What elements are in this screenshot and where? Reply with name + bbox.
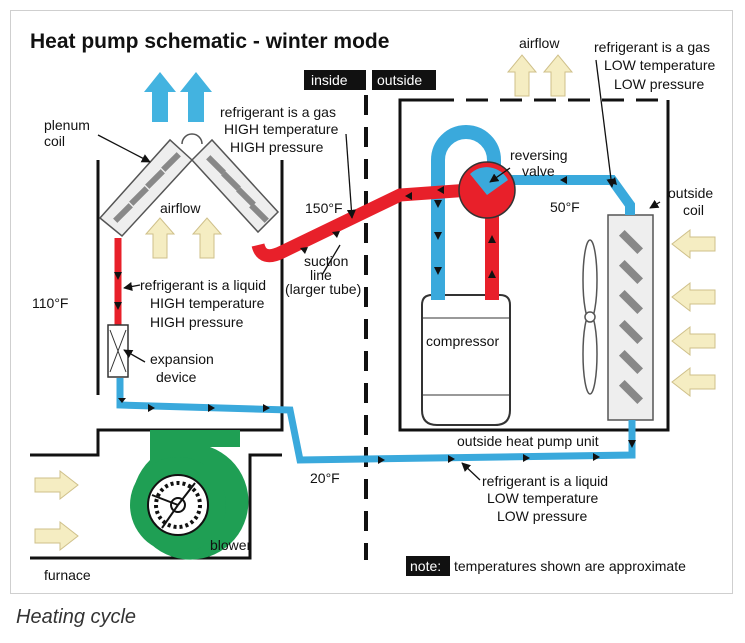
- suction-line-label-line1: suction: [304, 253, 348, 269]
- heat-pump-diagram: Heat pump schematic - winter mode inside…: [30, 30, 716, 583]
- plenum-coil: [98, 133, 280, 238]
- plenum-label-line1: plenum: [44, 117, 90, 133]
- airflow-arrow-icon: [671, 281, 716, 313]
- airflow-left-arrows: [34, 469, 79, 552]
- suction-line-label-line3: (larger tube): [285, 281, 361, 297]
- furnace-label: furnace: [44, 567, 91, 583]
- outside-label: outside: [377, 72, 422, 88]
- temp-20-label: 20°F: [310, 470, 340, 486]
- frame-border: [10, 10, 733, 594]
- compressor-label: compressor: [426, 333, 499, 349]
- airflow-arrow-icon: [34, 520, 79, 552]
- liquid-low-label-line1: refrigerant is a liquid: [482, 473, 608, 489]
- outside-unit-box: [398, 100, 670, 432]
- furnace-base: [30, 453, 282, 560]
- outside-coil-label-line2: coil: [683, 202, 704, 218]
- gas-high-label-line2: HIGH temperature: [224, 121, 339, 137]
- liquid-low-label-line2: LOW temperature: [487, 490, 598, 506]
- gas-high-label-line3: HIGH pressure: [230, 139, 324, 155]
- outside-coil-label-line1: outside: [668, 185, 713, 201]
- note-badge-label: note:: [410, 558, 441, 574]
- blower-label: blower: [210, 537, 252, 553]
- outside-unit-box-left: [398, 98, 432, 410]
- outside-unit-label: outside heat pump unit: [457, 433, 599, 449]
- airflow-inside-arrows: [144, 217, 223, 259]
- pointer-lines: [97, 59, 661, 481]
- expansion-label-line1: expansion: [150, 351, 214, 367]
- airflow-right-arrows: [671, 228, 716, 398]
- airflow-arrow-icon: [671, 366, 716, 398]
- diagram-title: Heat pump schematic - winter mode: [30, 30, 389, 53]
- airflow-arrow-icon: [34, 469, 79, 501]
- compressor: [421, 294, 511, 426]
- liquid-high-label-line1: refrigerant is a liquid: [140, 277, 266, 293]
- airflow-inside-label: airflow: [160, 200, 201, 216]
- inside-label: inside: [311, 72, 348, 88]
- hot-refrigerant-lines: [114, 183, 499, 325]
- temp-50-label: 50°F: [550, 199, 580, 215]
- liquid-low-label-line3: LOW pressure: [497, 508, 587, 524]
- reversing-valve-label-line2: valve: [522, 163, 555, 179]
- gas-high-label-line1: refrigerant is a gas: [220, 104, 336, 120]
- expansion-device: [107, 324, 129, 378]
- airflow-arrow-icon: [506, 54, 538, 97]
- diagram-frame: [10, 10, 733, 594]
- airflow-up-arrows-outside: [506, 54, 574, 97]
- figure-caption: Heating cycle: [16, 606, 137, 628]
- liquid-high-label-line3: HIGH pressure: [150, 314, 244, 330]
- airflow-arrow-icon: [180, 72, 212, 122]
- gas-low-label-line1: refrigerant is a gas: [594, 39, 710, 55]
- outside-fan: [582, 239, 598, 395]
- airflow-arrow-icon: [144, 217, 176, 259]
- blower: [130, 430, 249, 560]
- airflow-arrow-icon: [191, 217, 223, 259]
- furnace-wall-right: [30, 160, 284, 457]
- expansion-label-line2: device: [156, 369, 197, 385]
- liquid-high-label-line2: HIGH temperature: [150, 295, 265, 311]
- airflow-arrow-icon: [144, 72, 176, 122]
- temp-110-label: 110°F: [32, 295, 68, 311]
- suction-line-label-line2: line: [310, 267, 332, 283]
- airflow-arrow-icon: [671, 228, 716, 260]
- airflow-top-right-label: airflow: [519, 35, 560, 51]
- inside-badge: [304, 70, 366, 90]
- note-badge: [406, 556, 450, 576]
- airflow-arrow-icon: [671, 325, 716, 357]
- outside-coil: [607, 214, 654, 421]
- gas-low-label-line3: LOW pressure: [614, 76, 704, 92]
- note-text: temperatures shown are approximate: [454, 558, 686, 574]
- gas-low-label-line2: LOW temperature: [604, 57, 715, 73]
- airflow-arrow-icon: [542, 54, 574, 97]
- outside-badge: [372, 70, 436, 90]
- temp-150-label: 150°F: [305, 200, 343, 216]
- airflow-up-arrows-inside: [144, 72, 212, 122]
- reversing-valve-label-line1: reversing: [510, 147, 568, 163]
- plenum-label-line2: coil: [44, 133, 65, 149]
